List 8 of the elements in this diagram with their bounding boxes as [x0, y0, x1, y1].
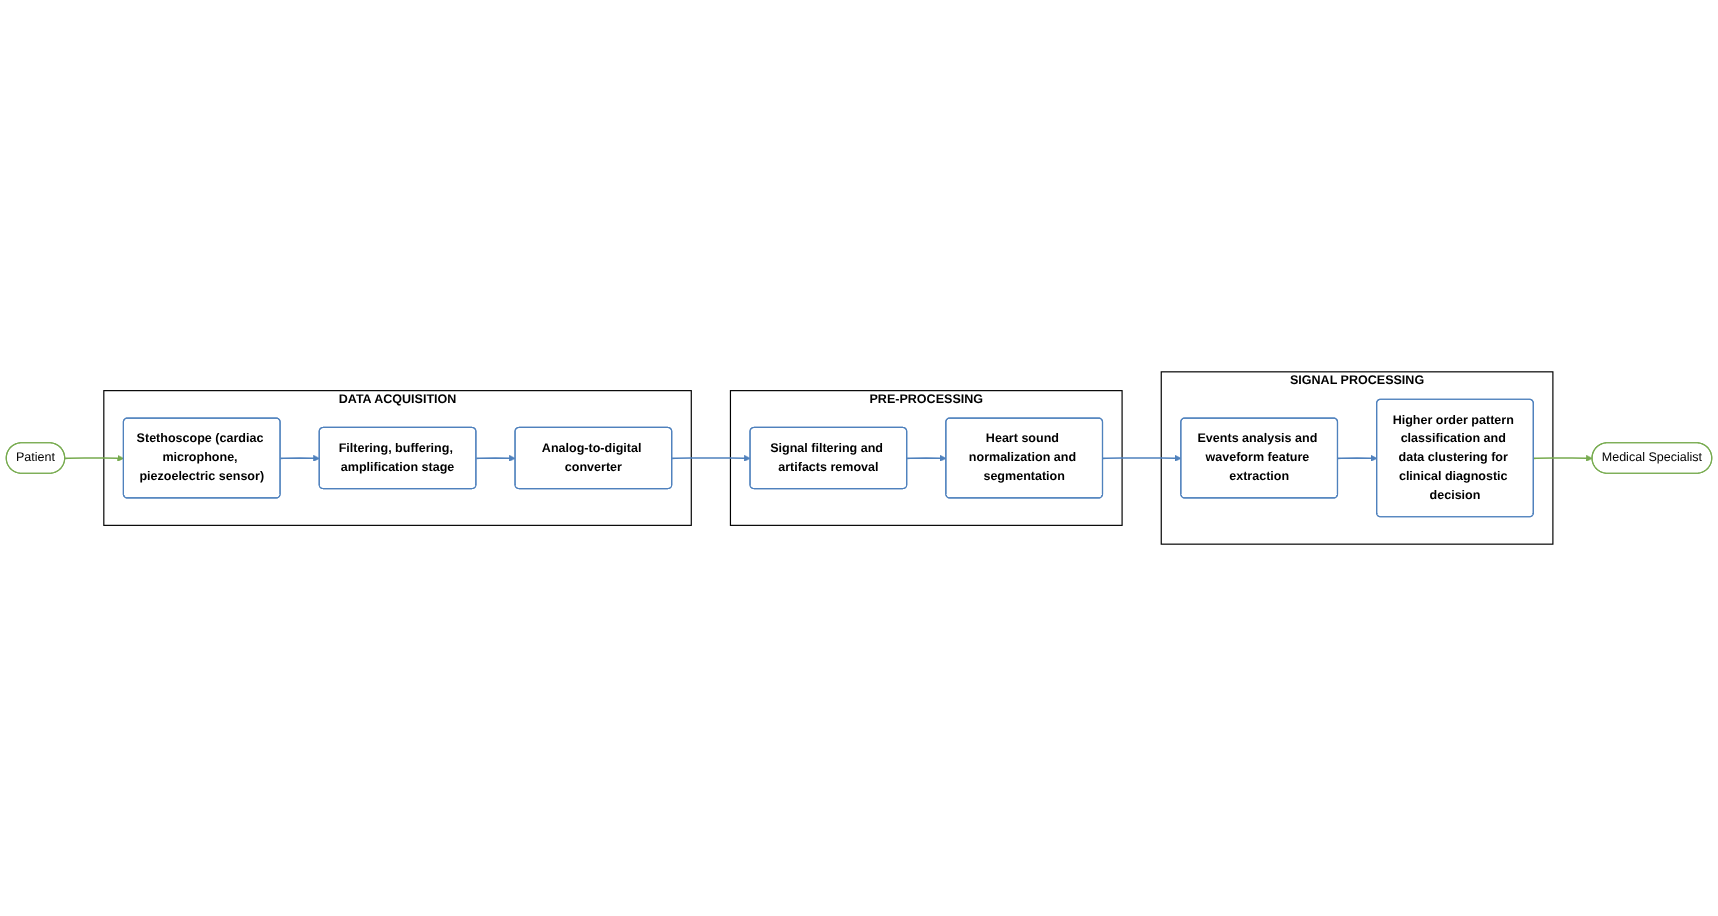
arrow [64, 454, 125, 462]
arrow [1102, 454, 1182, 462]
arrow [906, 454, 947, 462]
arrow [279, 454, 320, 462]
arrow [671, 454, 751, 462]
arrow [1337, 454, 1378, 462]
arrow [1532, 454, 1593, 462]
arrow [475, 454, 516, 462]
